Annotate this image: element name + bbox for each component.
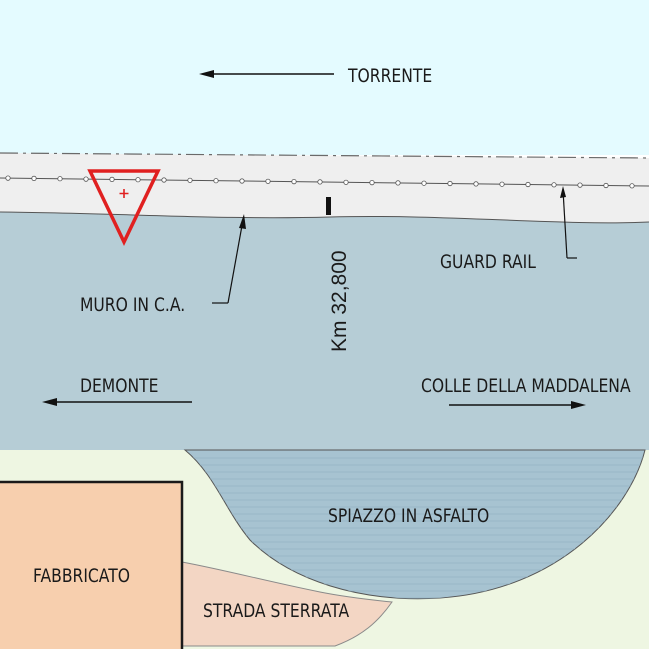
warning-sign-icon [87, 169, 161, 247]
guard-rail-post [551, 182, 557, 188]
strada-area [181, 561, 393, 647]
guard-rail-post [213, 178, 219, 184]
border-dash-dot-line [0, 152, 649, 159]
demonte-label: DEMONTE [80, 376, 159, 398]
guard-rail-post [239, 178, 245, 184]
guard-rail-post [161, 177, 167, 183]
fabbricato-building [0, 480, 184, 649]
fabbricato-label: FABBRICATO [33, 566, 130, 588]
guard-rail-post [109, 176, 115, 182]
guard-rail-post [369, 180, 375, 186]
colle-arrow [449, 401, 586, 409]
guard-rail-post [31, 175, 37, 181]
spiazzo-label: SPIAZZO IN ASFALTO [328, 506, 489, 528]
guard-rail-post [525, 181, 531, 188]
muro-leader [212, 214, 246, 304]
guard-rail-line [0, 177, 649, 187]
guard-rail-leader [560, 186, 577, 259]
warning-sign-cross-icon [119, 189, 129, 198]
torrente-arrow [199, 70, 334, 78]
guard-rail-post [343, 179, 349, 185]
spiazzo-area [183, 449, 646, 600]
road-area [0, 212, 649, 450]
guard-rail-post [473, 181, 479, 187]
guard-rail-post [187, 177, 193, 183]
km-label: Km 32,800 [328, 250, 351, 352]
guard-rail-post [5, 175, 11, 181]
guard-rail-post [577, 182, 583, 188]
guard-rail-post [265, 178, 271, 184]
guard-rail-post [395, 180, 401, 186]
guard-rail-post [421, 180, 427, 186]
guard-rail-post [447, 180, 453, 187]
km-marker-post [326, 197, 331, 215]
guard-rail-label: GUARD RAIL [440, 252, 536, 274]
guard-rail-post [629, 183, 635, 189]
guard-rail-post [135, 177, 141, 183]
torrente-area [0, 0, 649, 155]
colle-label: COLLE DELLA MADDALENA [421, 376, 631, 398]
guard-rail-posts [5, 175, 635, 189]
road-edge-line [0, 211, 649, 224]
guard-rail-post [83, 176, 89, 182]
muro-label: MURO IN C.A. [80, 295, 185, 317]
torrente-label: TORRENTE [347, 66, 432, 88]
demonte-arrow [42, 398, 192, 406]
guard-rail-post [603, 182, 609, 189]
guard-rail-post [57, 176, 63, 182]
guard-rail-post [317, 179, 323, 185]
guard-rail-post [291, 179, 297, 185]
guard-rail-band [0, 153, 649, 223]
guard-rail-post [499, 181, 505, 187]
strada-label: STRADA STERRATA [203, 601, 349, 623]
